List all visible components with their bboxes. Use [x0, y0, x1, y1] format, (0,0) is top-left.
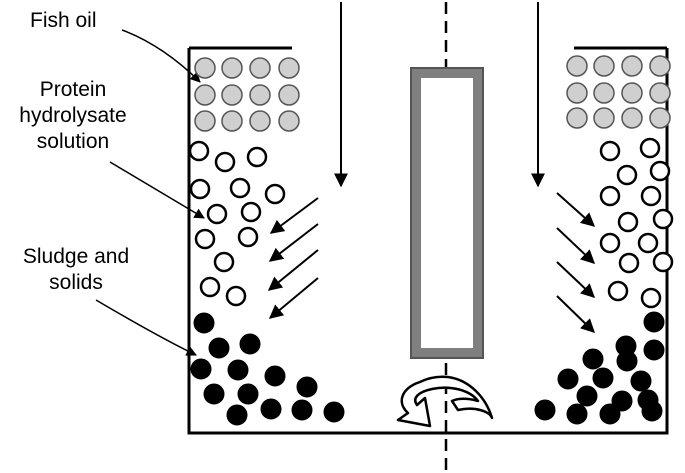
protein-particle: [637, 232, 659, 254]
fish-oil-droplet: [221, 110, 243, 132]
fish-oil-droplet: [194, 57, 216, 79]
protein-particle: [652, 208, 674, 230]
sludge-particle: [260, 398, 282, 420]
sludge-particle: [226, 404, 248, 426]
protein-particle: [237, 226, 259, 248]
sludge-particle: [641, 400, 663, 422]
fish-oil-droplet: [649, 107, 671, 129]
leader-lines: [95, 29, 205, 356]
protein-particle: [652, 251, 674, 273]
fish-oil-droplet: [249, 57, 271, 79]
fish-oil-droplet: [221, 57, 243, 79]
protein-particle: [199, 276, 221, 298]
sludge-particle: [630, 370, 652, 392]
protein-particle: [599, 140, 621, 162]
fish-oil-droplet: [649, 55, 671, 77]
protein-hydrolysate-label: Protein hydrolysate solution: [19, 78, 127, 153]
fish-oil-droplet: [621, 107, 643, 129]
sludge-particle: [203, 383, 225, 405]
protein-particle: [189, 178, 211, 200]
fish-oil-droplet: [249, 110, 271, 132]
protein-particle: [264, 183, 286, 205]
fish-oil-layer-left: [194, 57, 300, 132]
sludge-layer-right: [534, 311, 665, 425]
protein-particle: [246, 146, 268, 168]
sludge-layer-left: [190, 312, 345, 426]
protein-particle: [618, 252, 640, 274]
sludge-particle: [643, 311, 665, 333]
protein-particle: [617, 211, 639, 233]
sludge-particle: [323, 401, 345, 423]
protein-particle: [206, 203, 228, 225]
leader-protein: [109, 161, 205, 219]
sludge-particle: [227, 359, 249, 381]
sludge-particle: [566, 403, 588, 425]
fish-oil-droplet: [593, 107, 615, 129]
protein-particle: [213, 251, 235, 273]
sludge-particle: [611, 390, 633, 412]
protein-particle: [639, 137, 661, 159]
sludge-particle: [576, 385, 598, 407]
fish-oil-droplet: [566, 107, 588, 129]
sludge-particle: [592, 367, 614, 389]
sludge-particle: [643, 339, 665, 361]
fish-oil-droplet: [621, 82, 643, 104]
fish-oil-droplet: [649, 82, 671, 104]
protein-particle: [240, 201, 262, 223]
fish-oil-droplet: [194, 84, 216, 106]
fish-oil-droplet: [278, 57, 300, 79]
central-rotor: [410, 67, 484, 359]
fish-oil-droplet: [593, 82, 615, 104]
flow-arrows-right: [556, 192, 596, 333]
fish-oil-droplet: [593, 55, 615, 77]
protein-layer-right: [599, 137, 674, 309]
fish-oil-droplet: [221, 84, 243, 106]
protein-particle: [640, 185, 662, 207]
protein-particle: [640, 287, 662, 309]
fish-oil-droplet: [249, 84, 271, 106]
protein-particle: [599, 185, 621, 207]
sludge-particle: [208, 337, 230, 359]
sludge-particle: [193, 312, 215, 334]
leader-sludge: [95, 299, 197, 356]
feed-arrows: [334, 2, 545, 188]
fish-oil-droplet: [194, 110, 216, 132]
protein-layer-left: [188, 140, 286, 307]
protein-particle: [188, 140, 210, 162]
fish-oil-droplet: [278, 84, 300, 106]
protein-particle: [616, 164, 638, 186]
protein-particle: [599, 232, 621, 254]
protein-particle: [229, 177, 251, 199]
sludge-particle: [239, 333, 261, 355]
sludge-particle: [291, 399, 313, 421]
fish-oil-droplet: [621, 55, 643, 77]
protein-particle: [225, 285, 247, 307]
fish-oil-label: Fish oil: [30, 9, 97, 32]
protein-particle: [649, 160, 671, 182]
fish-oil-droplet: [278, 110, 300, 132]
sludge-particle: [599, 403, 621, 425]
sludge-particle: [616, 350, 638, 372]
fish-oil-layer-right: [566, 55, 671, 129]
fish-oil-droplet: [566, 55, 588, 77]
sludge-particle: [237, 383, 259, 405]
sludge-solids-label: Sludge and solids: [22, 245, 130, 294]
fish-oil-droplet: [566, 82, 588, 104]
sludge-particle: [264, 365, 286, 387]
centrifuge-vessel: [187, 46, 669, 435]
sludge-particle: [582, 348, 604, 370]
sludge-particle: [534, 399, 556, 421]
sludge-particle: [296, 376, 318, 398]
sludge-particle: [190, 358, 212, 380]
protein-particle: [607, 280, 629, 302]
protein-particle: [214, 151, 236, 173]
protein-particle: [194, 228, 216, 250]
leader-fish-oil: [121, 29, 201, 83]
curved-rotation-arrow-icon: [396, 375, 494, 428]
sludge-particle: [557, 368, 579, 390]
flow-arrows-left: [267, 197, 319, 319]
